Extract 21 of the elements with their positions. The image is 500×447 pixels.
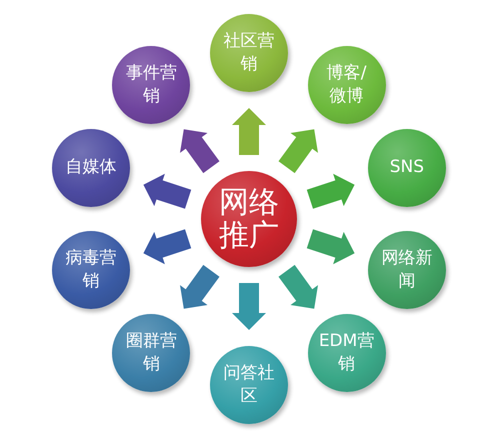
arrow (278, 264, 318, 309)
arrow (143, 229, 192, 264)
arrow (232, 108, 266, 155)
topic-circle: 网络新闻 (368, 231, 446, 310)
topic-circle: 圈群营销 (112, 314, 190, 392)
topic-circle: 病毒营销 (52, 231, 130, 310)
arrow (180, 264, 220, 309)
topic-circle: 自媒体 (52, 128, 130, 207)
topic-circle: 事件营销 (112, 46, 190, 124)
topic-circle: 社区营销 (210, 14, 288, 92)
topic-circle: EDM营销 (308, 314, 386, 392)
topic-circle: 博客/微博 (308, 46, 386, 124)
arrow (306, 229, 355, 264)
topic-circle: 问答社区 (210, 346, 288, 424)
arrow (232, 283, 266, 330)
arrow (180, 129, 220, 174)
hub-circle: 网络推广 (201, 171, 297, 267)
arrow (306, 174, 355, 209)
topic-circle: SNS (368, 128, 446, 207)
arrow (278, 129, 318, 174)
arrow (143, 174, 192, 209)
